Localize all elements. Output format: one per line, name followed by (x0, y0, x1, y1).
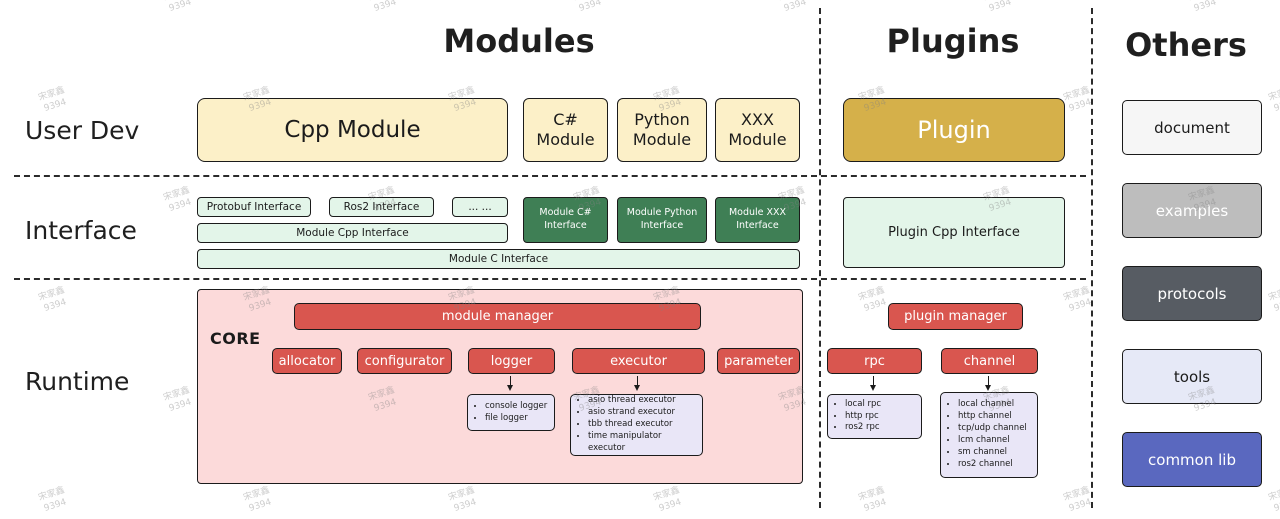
module-xxx-interface-box: Module XXX Interface (715, 197, 800, 243)
core-label: CORE (210, 329, 261, 348)
column-title-modules: Modules (443, 22, 595, 60)
allocator-box: allocator (272, 348, 342, 374)
watermark-text: 宋家鑫 9394 (37, 85, 68, 115)
others-item-document: document (1122, 100, 1262, 155)
channel-arrow-icon (985, 376, 992, 391)
watermark-text: 宋家鑫 9394 (777, 0, 808, 15)
module-c-interface-box: Module C Interface (197, 249, 800, 269)
watermark-text: 宋家鑫 9394 (37, 485, 68, 515)
list-item: local channel (958, 399, 1027, 411)
configurator-box: configurator (357, 348, 452, 374)
watermark-text: 宋家鑫 9394 (162, 0, 193, 15)
watermark-text: 宋家鑫 9394 (1267, 85, 1280, 115)
watermark-text: 宋家鑫 9394 (1267, 285, 1280, 315)
list-item: time manipulator executor (588, 431, 699, 455)
csharp-module-box: C# Module (523, 98, 608, 162)
row-label-interface: Interface (25, 216, 137, 245)
watermark-text: 宋家鑫 9394 (162, 385, 193, 415)
plugin-manager-box: plugin manager (888, 303, 1023, 330)
ros2-interface-box: Ros2 Interface (329, 197, 434, 217)
others-item-examples: examples (1122, 183, 1262, 238)
watermark-text: 宋家鑫 9394 (857, 285, 888, 315)
cpp-module-box: Cpp Module (197, 98, 508, 162)
list-item: http rpc (845, 411, 881, 423)
rpc-arrow-icon (870, 376, 877, 391)
list-item: ros2 channel (958, 459, 1027, 471)
channel-box: channel (941, 348, 1038, 374)
row-label-user-dev: User Dev (25, 116, 140, 145)
list-item: local rpc (845, 399, 881, 411)
watermark-text: 宋家鑫 9394 (162, 185, 193, 215)
list-item: ros2 rpc (845, 422, 881, 434)
module-manager-box: module manager (294, 303, 701, 330)
executor-backends-list: asio thread executorasio strand executor… (577, 395, 699, 454)
rpc-box: rpc (827, 348, 922, 374)
logger-backends-box: console loggerfile logger (467, 394, 555, 431)
python-module-box: Python Module (617, 98, 707, 162)
executor-backends-box: asio thread executorasio strand executor… (570, 394, 703, 456)
list-item: tbb thread executor (588, 419, 699, 431)
xxx-module-box: XXX Module (715, 98, 800, 162)
executor-box: executor (572, 348, 705, 374)
list-item: console logger (485, 401, 547, 413)
list-item: http channel (958, 411, 1027, 423)
watermark-text: 宋家鑫 9394 (652, 485, 683, 515)
module-python-interface-box: Module Python Interface (617, 197, 707, 243)
logger-box: logger (468, 348, 555, 374)
list-item: asio strand executor (588, 407, 699, 419)
logger-arrow-icon (507, 376, 514, 391)
others-item-tools: tools (1122, 349, 1262, 404)
rpc-backends-box: local rpchttp rpcros2 rpc (827, 394, 922, 439)
divider-modules-plugins (819, 8, 821, 508)
watermark-text: 宋家鑫 9394 (367, 0, 398, 15)
others-item-common-lib: common lib (1122, 432, 1262, 487)
others-item-protocols: protocols (1122, 266, 1262, 321)
watermark-text: 宋家鑫 9394 (1187, 0, 1218, 15)
executor-arrow-icon (634, 376, 641, 391)
logger-backends-list: console loggerfile logger (474, 401, 547, 425)
rpc-backends-list: local rpchttp rpcros2 rpc (834, 399, 881, 435)
watermark-text: 宋家鑫 9394 (242, 485, 273, 515)
divider-interface-runtime (14, 278, 1086, 280)
list-item: file logger (485, 413, 547, 425)
watermark-text: 宋家鑫 9394 (447, 485, 478, 515)
divider-userdev-interface (14, 175, 1086, 177)
watermark-text: 宋家鑫 9394 (1267, 485, 1280, 515)
protobuf-interface-box: Protobuf Interface (197, 197, 311, 217)
plugin-box: Plugin (843, 98, 1065, 162)
watermark-text: 宋家鑫 9394 (857, 485, 888, 515)
column-title-others: Others (1125, 26, 1247, 64)
channel-backends-list: local channelhttp channeltcp/udp channel… (947, 399, 1027, 470)
watermark-text: 宋家鑫 9394 (572, 0, 603, 15)
row-label-runtime: Runtime (25, 367, 130, 396)
divider-plugins-others (1091, 8, 1093, 508)
list-item: asio thread executor (588, 395, 699, 407)
module-csharp-interface-box: Module C# Interface (523, 197, 608, 243)
list-item: sm channel (958, 447, 1027, 459)
more-interfaces-box: ... ... (452, 197, 508, 217)
plugin-cpp-interface-box: Plugin Cpp Interface (843, 197, 1065, 268)
column-title-plugins: Plugins (886, 22, 1020, 60)
list-item: lcm channel (958, 435, 1027, 447)
watermark-text: 宋家鑫 9394 (982, 0, 1013, 15)
module-cpp-interface-box: Module Cpp Interface (197, 223, 508, 243)
list-item: tcp/udp channel (958, 423, 1027, 435)
parameter-box: parameter (717, 348, 800, 374)
channel-backends-box: local channelhttp channeltcp/udp channel… (940, 392, 1038, 478)
watermark-text: 宋家鑫 9394 (37, 285, 68, 315)
